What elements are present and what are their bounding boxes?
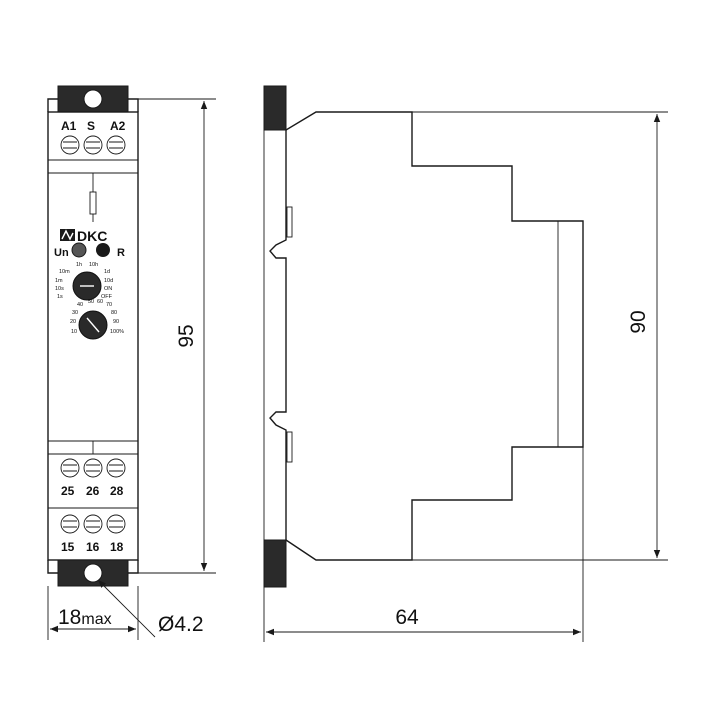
svg-text:30: 30: [72, 310, 78, 316]
terminal-label-a2: A2: [110, 119, 126, 133]
svg-text:70: 70: [106, 302, 112, 308]
width-suffix: max: [81, 611, 111, 628]
side-view: [263, 85, 584, 588]
svg-text:60: 60: [97, 299, 103, 305]
svg-text:50: 50: [88, 299, 94, 305]
rail-height-label: 90: [627, 310, 650, 333]
svg-text:1h: 1h: [76, 262, 82, 268]
top-terminal-screws: [60, 135, 126, 155]
width-label: 18max: [58, 606, 112, 629]
terminal-label-16: 16: [86, 540, 100, 554]
side-bottom-clip: [263, 539, 287, 588]
terminal-label-28: 28: [110, 484, 124, 498]
width-value: 18: [58, 606, 81, 629]
svg-text:10s: 10s: [55, 286, 64, 292]
svg-text:20: 20: [70, 319, 76, 325]
side-profile: [285, 111, 584, 561]
middle-terminal-screws: [60, 458, 126, 478]
svg-text:10m: 10m: [59, 269, 70, 275]
svg-text:1d: 1d: [104, 269, 110, 275]
svg-text:10d: 10d: [104, 278, 113, 284]
terminal-label-s: S: [87, 119, 95, 133]
depth-label: 64: [395, 606, 419, 629]
side-dimensions: 90 64: [263, 111, 668, 642]
front-view: A1 S A2 DKC Un R 1h 10h 10m: [47, 85, 139, 587]
terminal-label-a1: A1: [61, 119, 77, 133]
brand-text: DKC: [77, 228, 107, 244]
svg-text:OFF: OFF: [101, 294, 113, 300]
svg-text:10h: 10h: [89, 262, 98, 268]
percent-dial: 40 50 60 70 30 80 20 90 10 100%: [70, 299, 124, 340]
terminal-label-25: 25: [61, 484, 75, 498]
svg-text:1m: 1m: [55, 278, 63, 284]
range-dial: 1h 10h 10m 1d 1m 10d 10s ON 1s OFF: [55, 262, 113, 301]
bottom-mounting-hole: [83, 563, 103, 583]
terminal-label-18: 18: [110, 540, 124, 554]
power-led: [71, 242, 87, 258]
relay-led-label: R: [117, 247, 125, 259]
front-height-label: 95: [175, 324, 198, 347]
svg-text:90: 90: [113, 319, 119, 325]
front-dimensions: 95 18max Ø4.2: [47, 98, 216, 640]
svg-text:40: 40: [77, 302, 83, 308]
terminal-label-15: 15: [61, 540, 75, 554]
relay-led: [96, 243, 110, 257]
svg-text:80: 80: [111, 310, 117, 316]
svg-text:100%: 100%: [110, 329, 124, 335]
side-top-clip: [263, 85, 287, 131]
svg-text:1s: 1s: [57, 294, 63, 300]
terminal-label-26: 26: [86, 484, 100, 498]
svg-text:10: 10: [71, 329, 77, 335]
power-led-label: Un: [54, 247, 69, 259]
top-mounting-hole: [83, 89, 103, 109]
svg-text:ON: ON: [104, 286, 112, 292]
brand-logo: DKC: [60, 228, 107, 244]
bottom-terminal-screws: [60, 514, 126, 534]
hole-diameter-label: Ø4.2: [158, 613, 204, 636]
